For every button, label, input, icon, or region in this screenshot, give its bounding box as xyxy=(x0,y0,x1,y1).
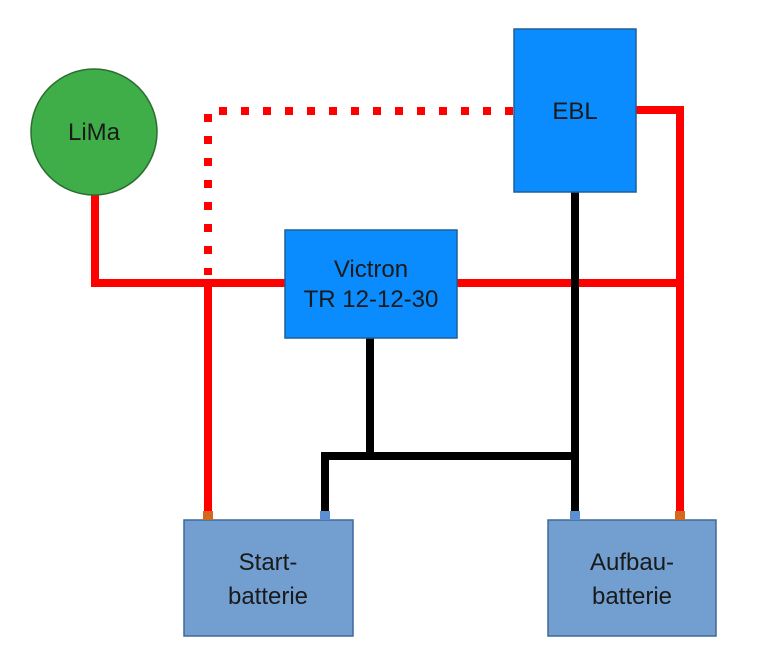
ebl-node: EBL xyxy=(513,28,637,193)
victron-label-line2: TR 12-12-30 xyxy=(304,286,439,313)
victron-box xyxy=(284,229,458,339)
wire-ground-bus xyxy=(321,452,575,515)
lima-label: LiMa xyxy=(68,119,121,146)
start-battery-node: Start- batterie xyxy=(183,511,354,637)
wire-ebl-to-aufbau xyxy=(634,106,684,283)
lima-circle xyxy=(30,68,158,196)
aufbau-battery-node: Aufbau- batterie xyxy=(547,511,717,637)
negative-wires xyxy=(321,192,579,515)
start-terminal-negative xyxy=(320,511,330,520)
wire-lima-to-victron xyxy=(91,195,290,287)
ebl-label: EBL xyxy=(552,98,597,125)
aufbau-terminal-positive xyxy=(675,511,685,520)
aufbau-battery-box xyxy=(547,519,717,637)
aufbau-battery-label-line1: Aufbau- xyxy=(590,549,674,576)
positive-wires xyxy=(91,106,684,515)
aufbau-terminal-negative xyxy=(570,511,580,520)
start-battery-label-line2: batterie xyxy=(228,583,308,610)
lima-node: LiMa xyxy=(30,68,158,196)
victron-node: Victron TR 12-12-30 xyxy=(284,229,458,339)
victron-label-line1: Victron xyxy=(334,256,408,283)
aufbau-battery-label-line2: batterie xyxy=(592,583,672,610)
ebl-box xyxy=(513,28,637,193)
start-battery-label-line1: Start- xyxy=(239,549,298,576)
start-terminal-positive xyxy=(203,511,213,520)
start-battery-box xyxy=(183,519,354,637)
wire-victron-to-aufbau xyxy=(455,279,684,515)
